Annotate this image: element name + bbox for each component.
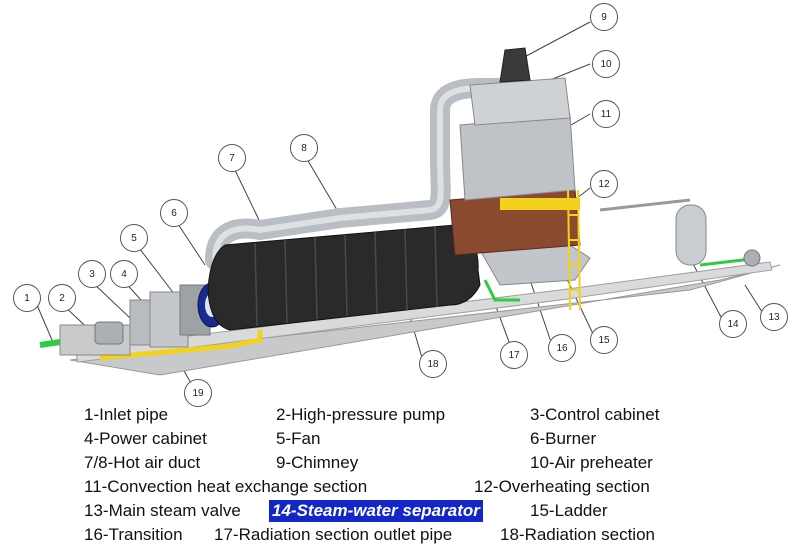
- legend-item-separator-highlighted: 14-Steam-water separator: [269, 500, 483, 522]
- separator-feed-pipe: [599, 198, 691, 212]
- callout-3: 3: [78, 260, 106, 288]
- legend-item-ladder: 15-Ladder: [530, 501, 608, 520]
- legend-item-steam-valve: 13-Main steam valve: [84, 501, 241, 520]
- legend-item-radiation: 18-Radiation section: [500, 525, 655, 544]
- legend-item-fan: 5-Fan: [276, 429, 321, 448]
- callout-10: 10: [592, 50, 620, 78]
- callout-2: 2: [48, 284, 76, 312]
- platform-rail: [500, 198, 580, 210]
- callout-13: 13: [760, 303, 788, 331]
- callout-1: 1: [13, 284, 41, 312]
- legend-item-overheating: 12-Overheating section: [474, 477, 650, 496]
- legend-item-pump: 2-High-pressure pump: [276, 405, 446, 424]
- pump-motor: [94, 321, 124, 345]
- callout-9: 9: [590, 3, 618, 31]
- feed-pipe: [99, 330, 263, 361]
- legend-item-control-cabinet: 3-Control cabinet: [530, 405, 660, 424]
- drum-bands: [254, 226, 438, 327]
- convection-shape: [459, 114, 576, 201]
- legend-item-hot-air-duct: 7/8-Hot air duct: [84, 453, 201, 472]
- legend-item-outlet-pipe: 17-Radiation section outlet pipe: [214, 525, 453, 544]
- chimney-shape: [499, 47, 531, 83]
- legend-item-burner: 6-Burner: [530, 429, 597, 448]
- callout-6: 6: [160, 199, 188, 227]
- equipment-diagram: 1 2 3 4 5 6 7 8 9 10 11 12 13 14 15 16 1…: [13, 3, 788, 407]
- base-rail: [74, 261, 773, 363]
- steam-valve-shape: [743, 249, 761, 267]
- legend-item-transition: 16-Transition: [84, 525, 183, 544]
- legend-item-chimney: 9-Chimney: [276, 453, 359, 472]
- air-preheater-shape: [469, 77, 571, 126]
- return-pipe: [483, 279, 520, 302]
- callout-5: 5: [120, 224, 148, 252]
- hot-air-duct-highlight: [212, 85, 503, 263]
- legend-item-air-preheater: 10-Air preheater: [530, 453, 653, 472]
- callout-18: 18: [419, 350, 447, 378]
- callout-19: 19: [184, 379, 212, 407]
- callout-17: 17: [500, 341, 528, 369]
- callout-15: 15: [590, 326, 618, 354]
- separator-shape: [675, 204, 707, 266]
- parts-legend: 1-Inlet pipe 2-High-pressure pump 3-Cont…: [0, 398, 800, 544]
- callout-12: 12: [590, 170, 618, 198]
- callout-4: 4: [110, 260, 138, 288]
- callout-8: 8: [290, 134, 318, 162]
- callout-11: 11: [592, 100, 620, 128]
- ladder-shape: [567, 189, 581, 311]
- callout-16: 16: [548, 334, 576, 362]
- legend-item-inlet-pipe: 1-Inlet pipe: [84, 405, 169, 424]
- legend-item-power-cabinet: 4-Power cabinet: [84, 429, 207, 448]
- inlet-pipe: [39, 339, 61, 348]
- legend-item-convection: 11-Convection heat exchange section: [84, 477, 368, 496]
- equipment-illustration: [36, 21, 781, 391]
- callout-7: 7: [218, 144, 246, 172]
- callout-14: 14: [719, 310, 747, 338]
